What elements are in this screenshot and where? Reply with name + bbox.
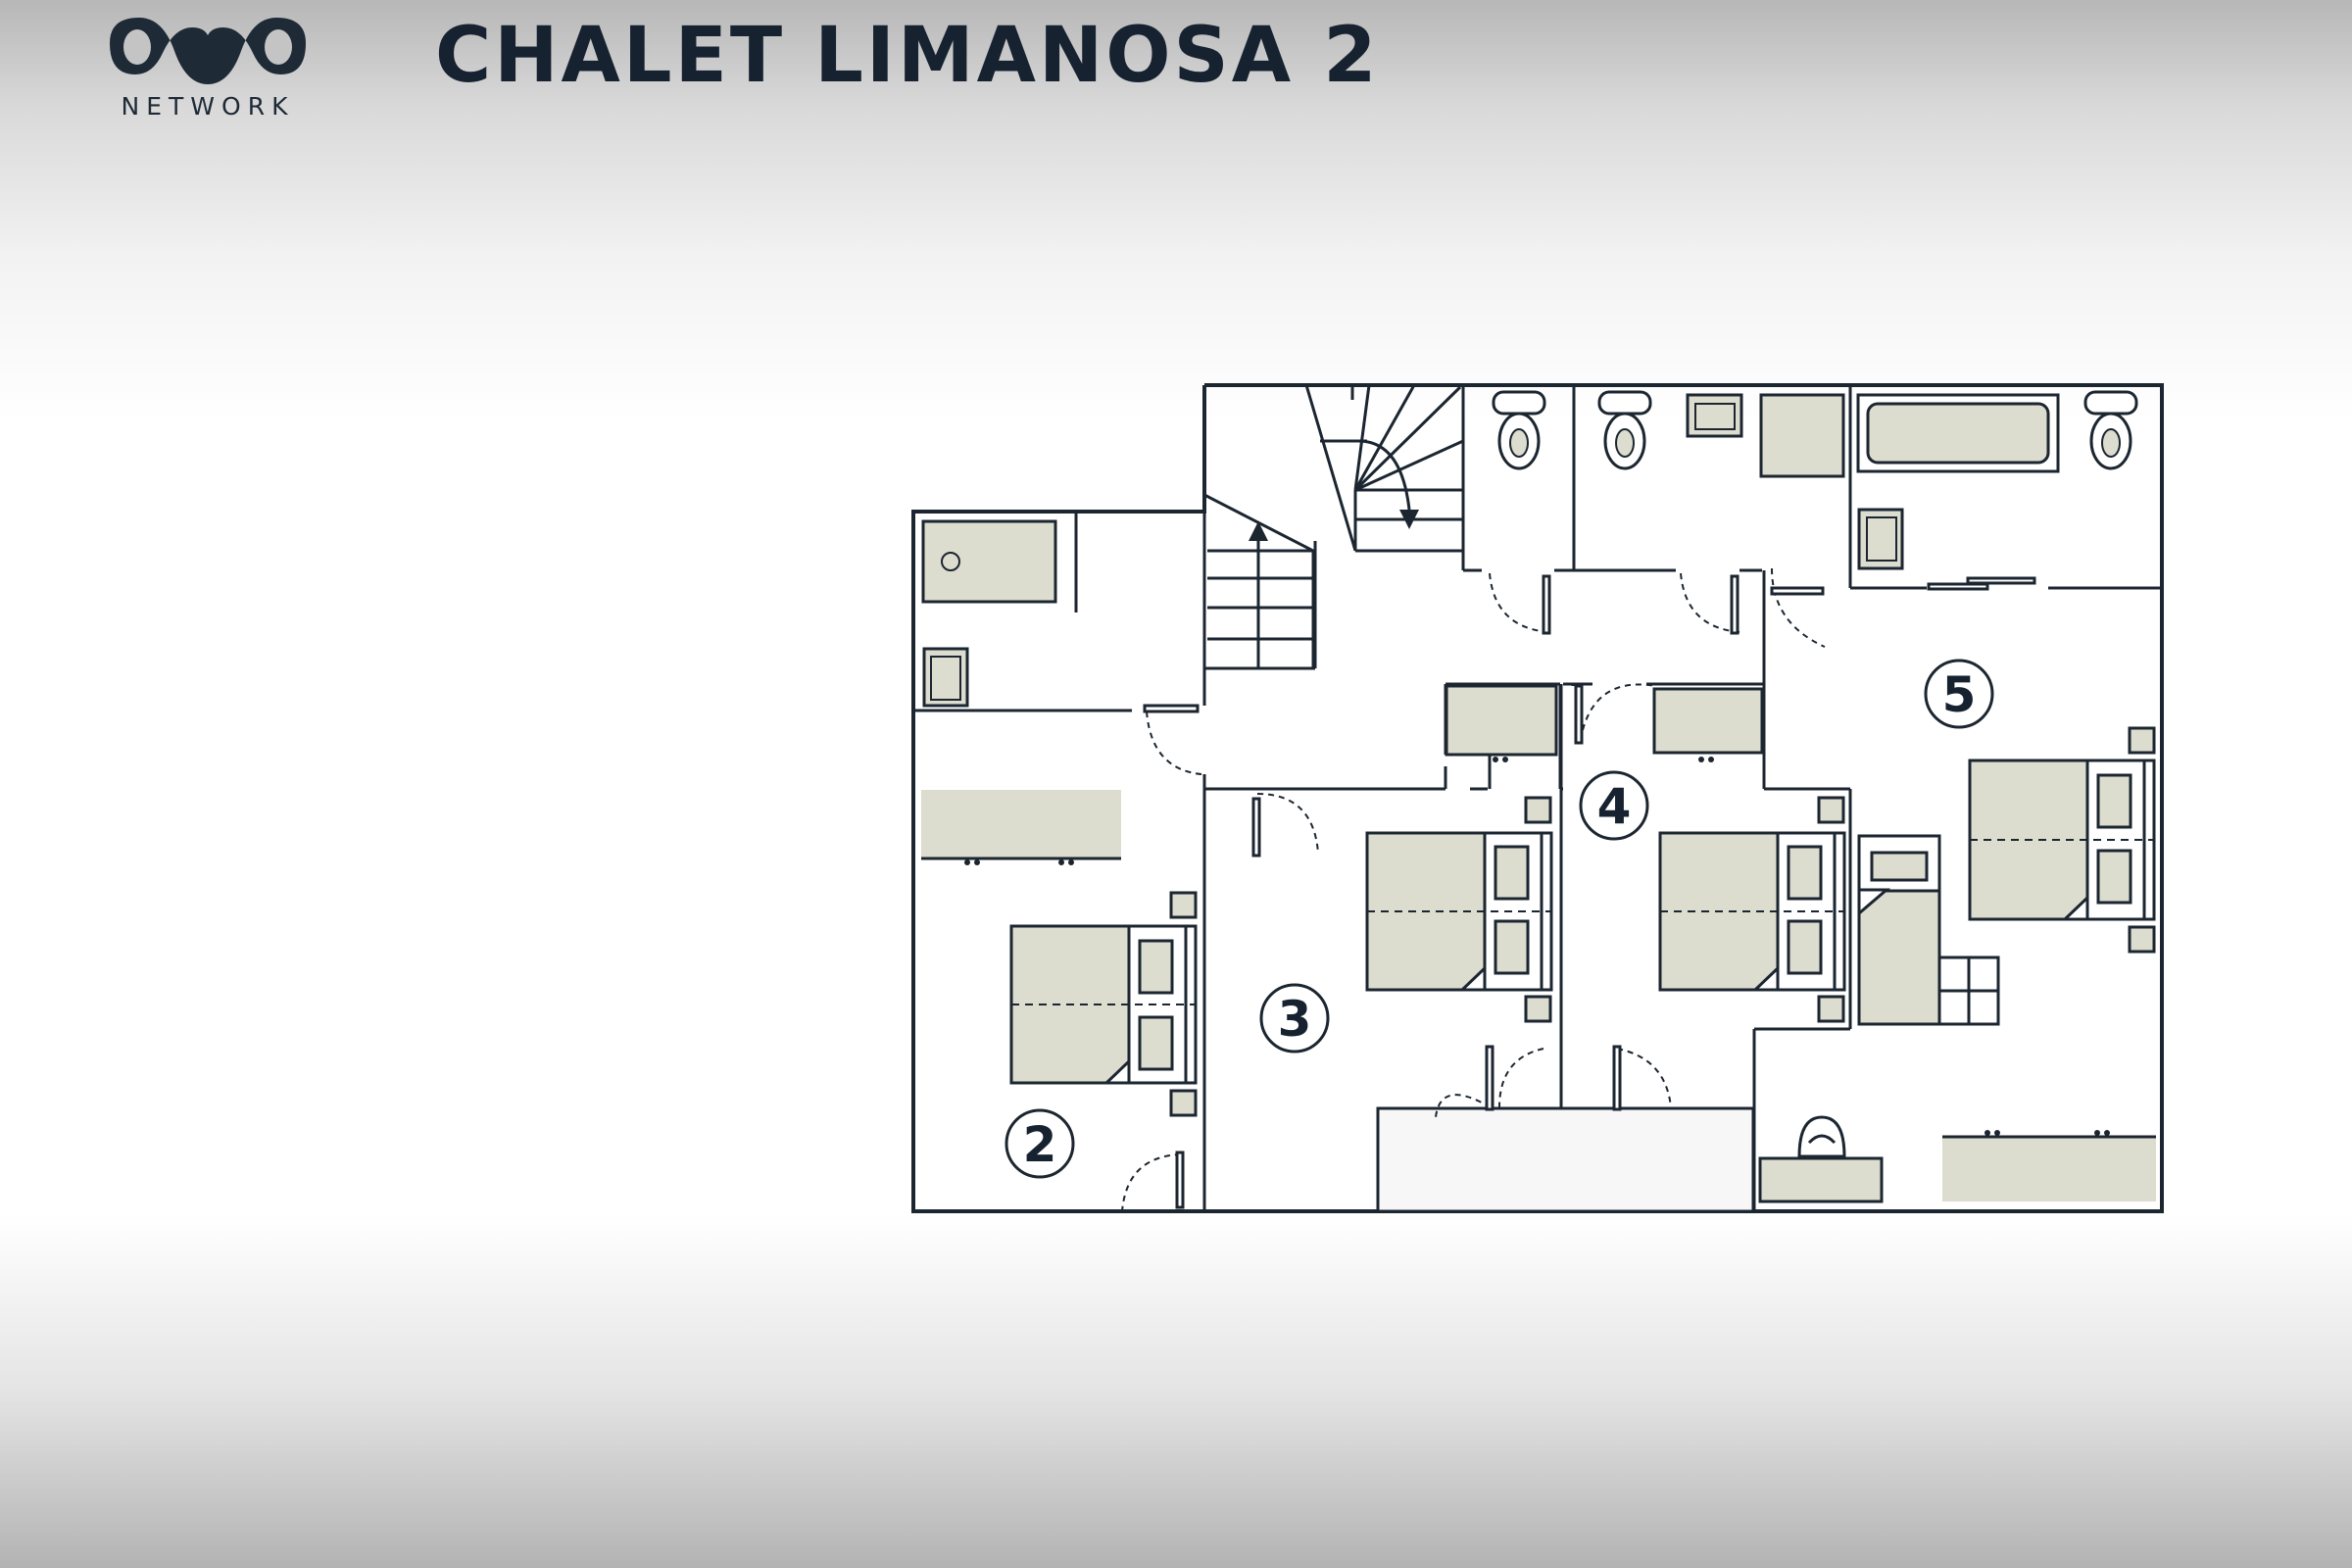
room-marker-3: 3 [1259,983,1330,1054]
brand-name: NETWORK [121,92,295,121]
room-label-3: 3 [1278,991,1312,1048]
room-marker-4: 4 [1579,770,1649,841]
room-label-2: 2 [1023,1116,1057,1173]
brand-logo: NETWORK [102,14,314,122]
room-label-4: 4 [1597,778,1632,835]
page-title: CHALET LIMANOSA 2 [435,12,1380,100]
room-marker-2: 2 [1004,1108,1075,1179]
room-marker-5: 5 [1924,659,1994,729]
logo-mark-icon [110,18,306,84]
room-label-5: 5 [1942,666,1977,723]
